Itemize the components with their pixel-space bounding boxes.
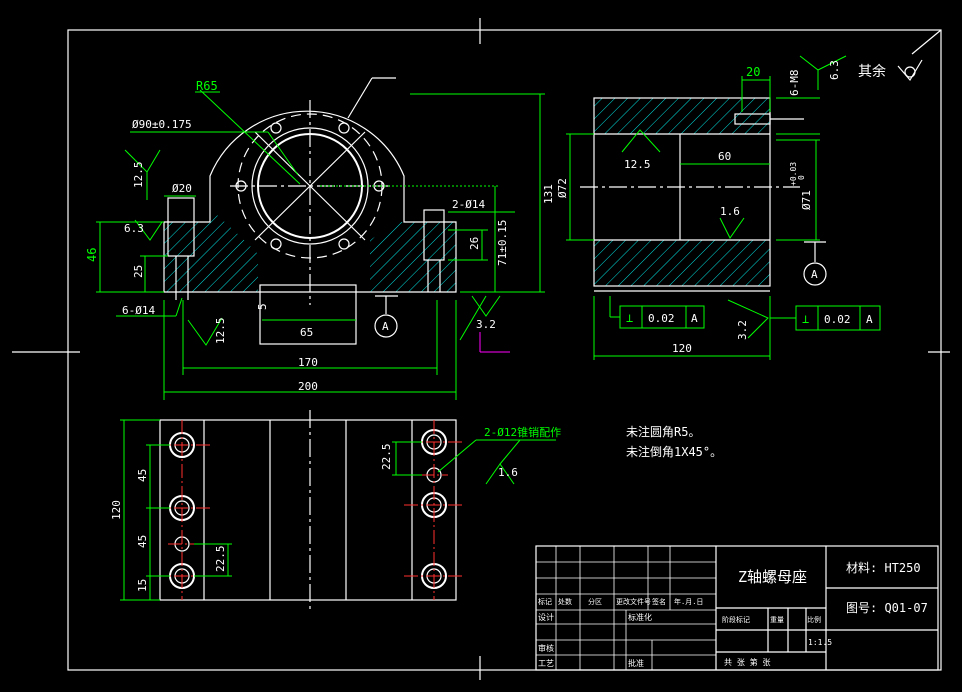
technical-notes: 未注圆角R5。 未注倒角1X45°。 — [626, 424, 722, 459]
dim-71-side-label: Ø71 — [800, 190, 813, 210]
label-design: 设计 — [538, 612, 554, 622]
d20-label: Ø20 — [172, 182, 192, 195]
dim-5-label: 5 — [256, 303, 269, 310]
note-line-1: 未注圆角R5。 — [626, 424, 700, 439]
perp-datum-label-2: A — [866, 313, 873, 326]
label-review: 审核 — [538, 643, 554, 653]
material-label: 材料: HT250 — [846, 561, 921, 575]
others-label: 其余 — [858, 63, 886, 80]
dim-26-label: 26 — [468, 237, 481, 250]
perp-value-label: 0.02 — [648, 312, 675, 325]
header-zone: 分区 — [588, 597, 602, 606]
rough-3-2-side-label: 3.2 — [736, 320, 749, 340]
rough-12-5-bottom-label: 12.5 — [214, 318, 227, 345]
dim-120-top-label: 120 — [110, 500, 123, 520]
dim-72-label: Ø72 — [556, 178, 569, 198]
dim-25-label: 25 — [132, 265, 145, 278]
tol-lower-label: 0 — [797, 175, 806, 180]
right-header-weight: 重量 — [770, 616, 784, 624]
dim-170-label: 170 — [298, 356, 318, 369]
perp-symbol-2: ⊥ — [802, 312, 809, 326]
dim-131-label: 131 — [542, 184, 555, 204]
bolt-circle-label: Ø90±0.175 — [132, 118, 192, 131]
side-view: 20 6-M8 6.3 其余 12.5 60 Ø72 Ø71 +0.03 0 1… — [556, 55, 923, 360]
dim-46-label: 46 — [85, 248, 99, 262]
dim-22-5-top-label: 22.5 — [380, 444, 393, 471]
datum-a-side-label: A — [811, 268, 818, 281]
rough-6-3-side-label: 6.3 — [828, 60, 841, 80]
scale-value: 1:1.5 — [808, 638, 832, 647]
pin-label: 2-Ø12锥销配作 — [484, 425, 561, 439]
rough-12-5-side-label: 12.5 — [624, 158, 651, 171]
header-signature: 签名 — [652, 597, 666, 606]
rough-3-2-label: 3.2 — [476, 318, 496, 331]
r65-label: R65 — [196, 79, 218, 93]
rough-1-6-side-label: 1.6 — [720, 205, 740, 218]
holes-6-14-label: 6-Ø14 — [122, 304, 155, 317]
rough-1-6-top-label: 1.6 — [498, 466, 518, 479]
dim-120-side-label: 120 — [672, 342, 692, 355]
label-process: 工艺 — [538, 659, 554, 668]
header-change-doc: 更改文件号 — [616, 597, 651, 606]
dim-65-label: 65 — [300, 326, 313, 339]
top-view: 2-Ø12锥销配作 1.6 22.5 22.5 45 45 15 120 — [110, 410, 561, 610]
label-approve: 批准 — [628, 658, 644, 668]
dim-200-label: 200 — [298, 380, 318, 393]
rough-12-5-left-label: 12.5 — [132, 162, 145, 189]
dim-60-label: 60 — [718, 150, 731, 163]
dim-22-5-bottom-label: 22.5 — [214, 546, 227, 573]
header-mark: 标记 — [538, 597, 552, 606]
right-header-scale: 比例 — [807, 615, 821, 624]
sheet-row: 共 张 第 张 — [724, 657, 770, 667]
rough-6-3-label: 6.3 — [124, 222, 144, 235]
title-block: Z轴螺母座 材料: HT250 图号: Q01-07 1:1.5 标记 处数 分… — [535, 545, 939, 671]
perp-datum-label: A — [691, 312, 698, 325]
dim-71-label: 71±0.15 — [496, 220, 509, 266]
header-date: 年.月.日 — [674, 597, 703, 606]
dim-45-mid-label: 45 — [136, 535, 149, 548]
tol-upper-label: +0.03 — [789, 162, 798, 186]
datum-a-front-label: A — [382, 320, 389, 333]
part-name: Z轴螺母座 — [738, 568, 807, 586]
header-count: 处数 — [558, 597, 572, 606]
dim-45-top-label: 45 — [136, 469, 149, 482]
drawing-frame — [12, 18, 950, 680]
perp-symbol: ⊥ — [626, 311, 633, 325]
right-header-stage: 阶段标记 — [722, 615, 750, 624]
note-line-2: 未注倒角1X45°。 — [626, 444, 722, 459]
label-standardization: 标准化 — [628, 612, 652, 622]
dim-20-label: 20 — [746, 65, 760, 79]
dim-15-label: 15 — [136, 579, 149, 592]
threads-label: 6-M8 — [788, 70, 801, 97]
holes-2-14-label: 2-Ø14 — [452, 198, 485, 211]
front-view: R65 Ø90±0.175 12.5 Ø20 2-Ø14 131 71±0.15… — [85, 77, 555, 400]
drawing-number: 图号: Q01-07 — [846, 601, 928, 615]
perp-value-label-2: 0.02 — [824, 313, 851, 326]
